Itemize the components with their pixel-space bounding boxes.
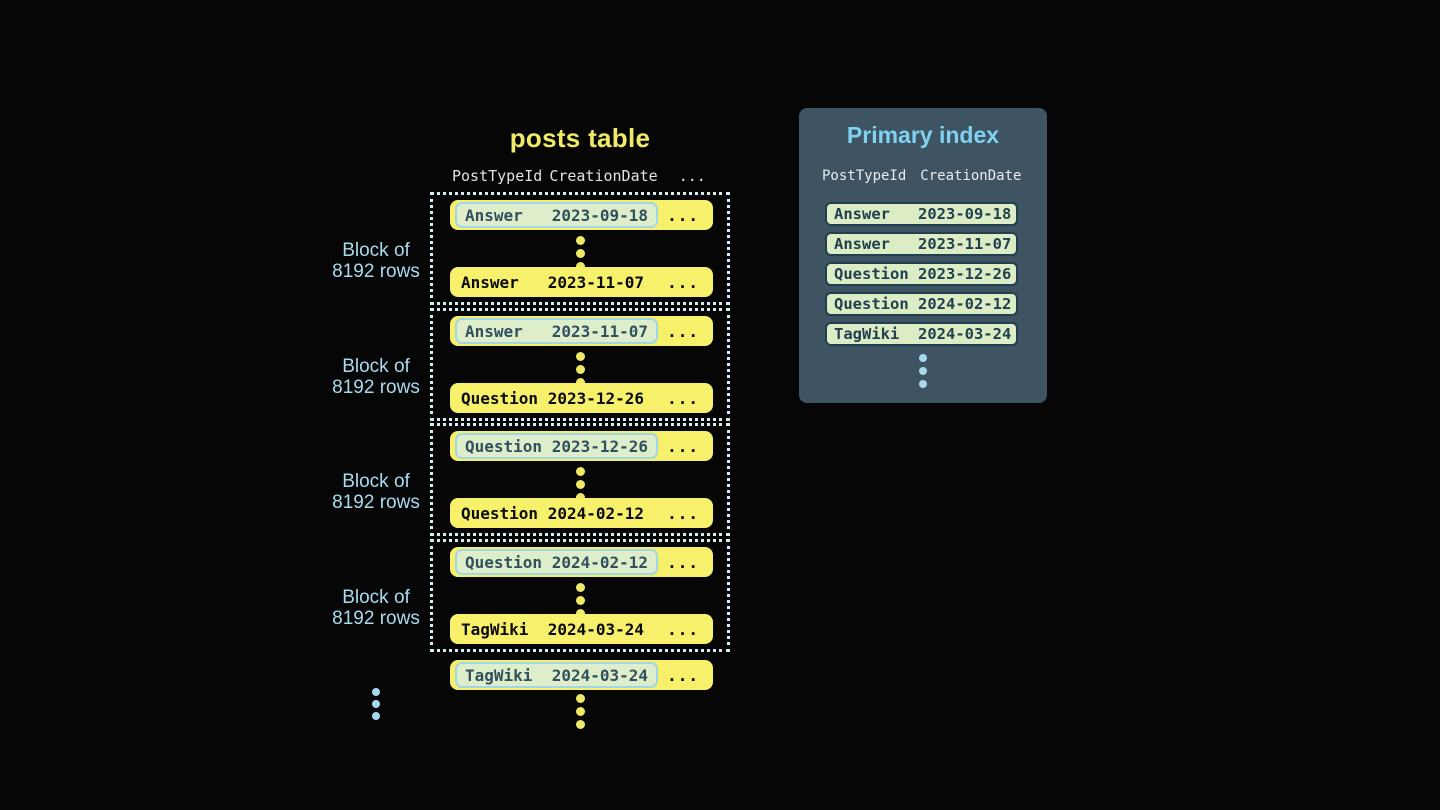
- column-creationdate: CreationDate: [549, 167, 658, 185]
- column-posttypeid: PostTypeId: [452, 167, 543, 185]
- primary-index-title: Primary index: [846, 122, 1000, 148]
- row-ellipsis: ...: [667, 388, 699, 408]
- highlight-box: Question 2024-02-12: [455, 549, 659, 575]
- index-row: Question 2024-02-12: [825, 292, 1018, 316]
- ellipsis-dots-icon: [433, 467, 727, 502]
- table-row: Question 2023-12-26 ...: [450, 383, 713, 413]
- index-row: Question 2023-12-26: [825, 262, 1018, 286]
- table-row: Answer 2023-11-07 ...: [450, 267, 713, 297]
- row-ellipsis: ...: [667, 321, 699, 341]
- highlight-box: Question 2023-12-26: [455, 433, 659, 459]
- table-block-4: Question 2024-02-12 ... TagWiki 2024-03-…: [430, 539, 730, 652]
- index-row: Answer 2023-11-07: [825, 232, 1018, 256]
- row-ellipsis: ...: [667, 665, 699, 685]
- block-label-3: Block of 8192 rows: [332, 471, 420, 513]
- column-creationdate: CreationDate: [920, 168, 1022, 184]
- table-row: Question 2024-02-12 ...: [450, 547, 713, 577]
- ellipsis-dots-icon: [799, 354, 1047, 388]
- highlight-box: Answer 2023-11-07: [455, 318, 659, 344]
- table-block-3: Question 2023-12-26 ... Question 2024-02…: [430, 423, 730, 536]
- table-row: Answer 2023-09-18 ...: [450, 200, 713, 230]
- index-row: Answer 2023-09-18: [825, 202, 1018, 226]
- ellipsis-dots-icon: [433, 583, 727, 618]
- index-row: TagWiki 2024-03-24: [825, 322, 1018, 346]
- column-more-ellipsis: ...: [678, 167, 706, 185]
- highlight-box: Answer 2023-09-18: [455, 202, 659, 228]
- table-row: Answer 2023-11-07 ...: [450, 316, 713, 346]
- posts-table-title: posts table: [509, 123, 651, 153]
- block-label-4: Block of 8192 rows: [332, 587, 420, 629]
- primary-index-column-header: PostTypeId CreationDate: [822, 168, 1021, 184]
- row-ellipsis: ...: [667, 552, 699, 572]
- table-row-overflow: TagWiki 2024-03-24 ...: [450, 660, 713, 690]
- table-block-2: Answer 2023-11-07 ... Question 2023-12-2…: [430, 308, 730, 421]
- ellipsis-dots-icon: [430, 694, 730, 729]
- column-posttypeid: PostTypeId: [822, 168, 907, 184]
- posts-table-column-header: PostTypeId CreationDate ...: [452, 168, 706, 184]
- row-ellipsis: ...: [667, 436, 699, 456]
- table-row: Question 2023-12-26 ...: [450, 431, 713, 461]
- ellipsis-dots-icon: [433, 236, 727, 271]
- table-row: TagWiki 2024-03-24 ...: [450, 614, 713, 644]
- primary-index-panel: Primary index PostTypeId CreationDate An…: [799, 108, 1047, 403]
- row-ellipsis: ...: [667, 205, 699, 225]
- block-label-1: Block of 8192 rows: [332, 240, 420, 282]
- more-blocks-dots-icon: [316, 688, 436, 720]
- highlight-box: TagWiki 2024-03-24: [455, 662, 659, 688]
- table-block-1: Answer 2023-09-18 ... Answer 2023-11-07 …: [430, 192, 730, 305]
- block-label-2: Block of 8192 rows: [332, 356, 420, 398]
- row-ellipsis: ...: [667, 272, 699, 292]
- ellipsis-dots-icon: [433, 352, 727, 387]
- row-ellipsis: ...: [667, 503, 699, 523]
- row-ellipsis: ...: [667, 619, 699, 639]
- table-row: Question 2024-02-12 ...: [450, 498, 713, 528]
